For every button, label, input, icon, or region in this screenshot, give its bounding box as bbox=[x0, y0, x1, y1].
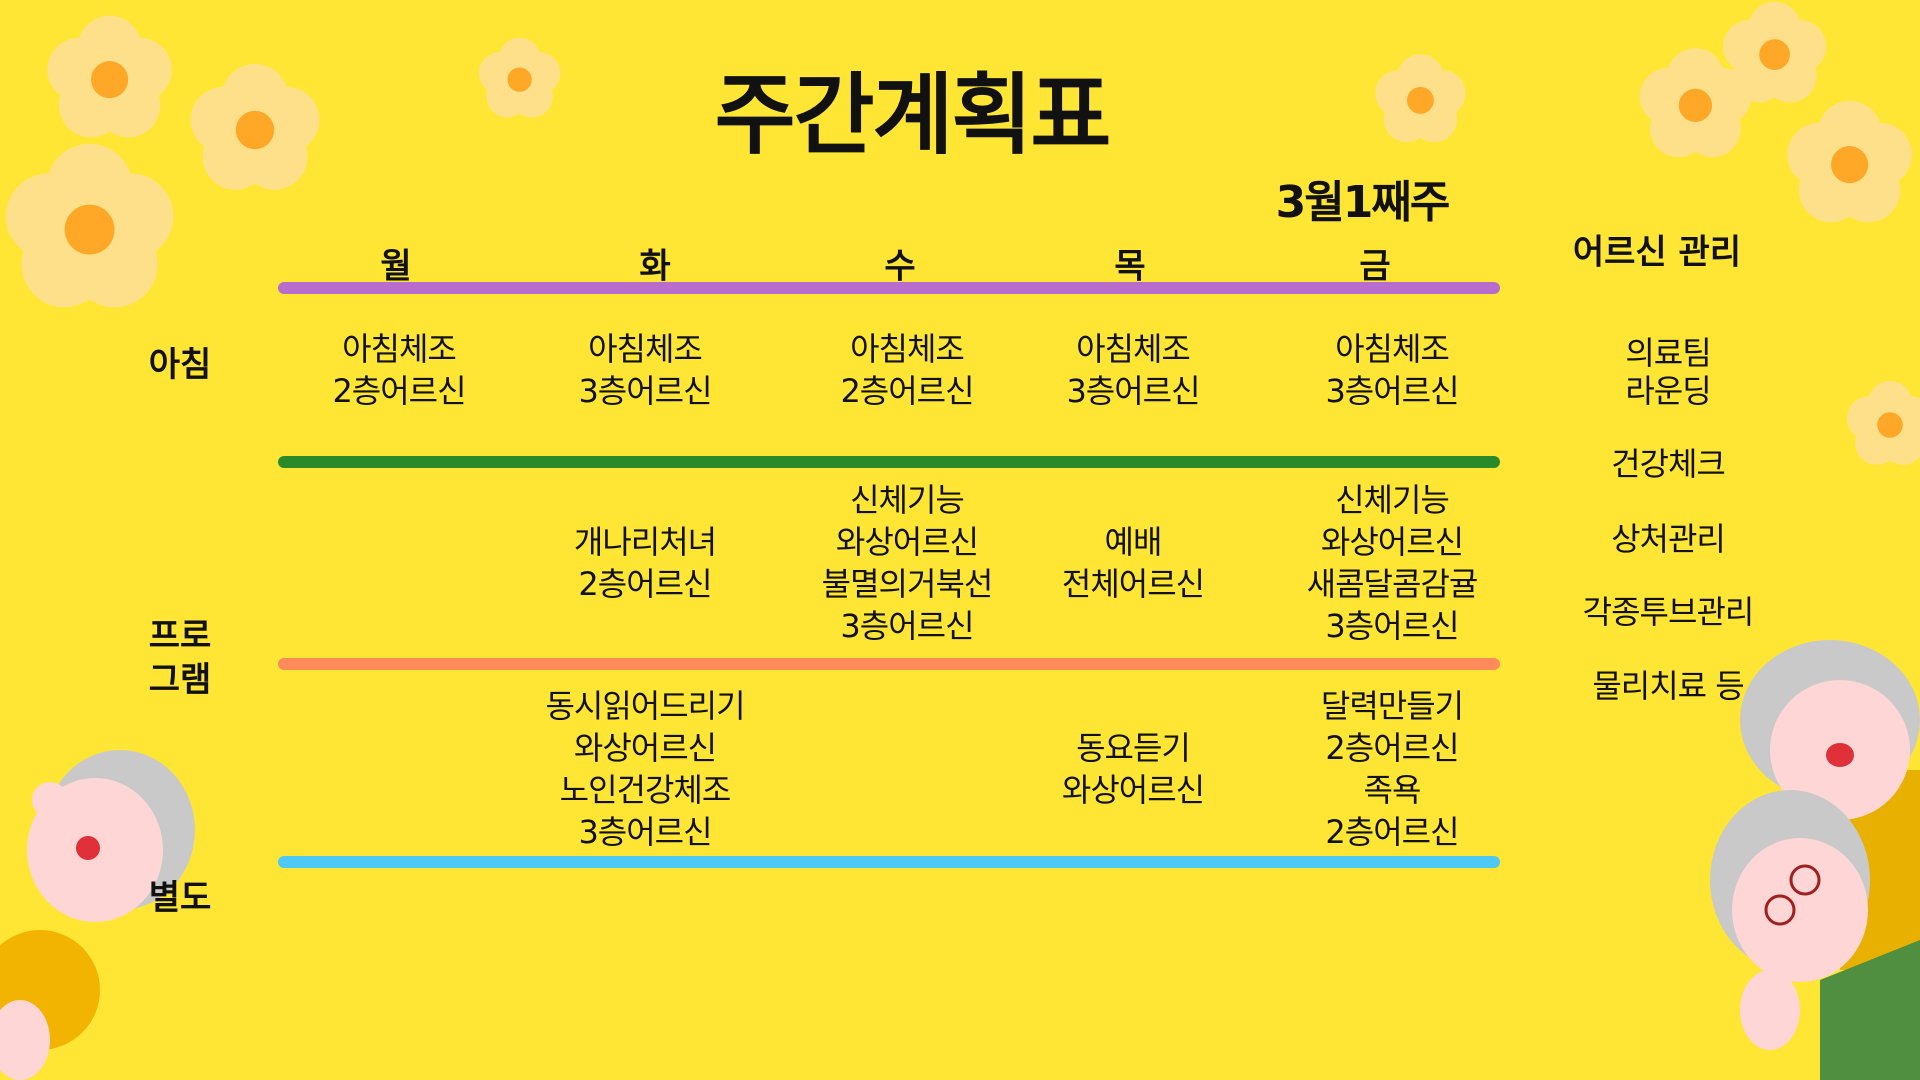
flower-icon bbox=[6, 144, 174, 308]
flower-icon bbox=[479, 38, 561, 118]
divider-purple bbox=[278, 282, 1500, 294]
schedule-cell-morning: 아침체조 2층어르신 bbox=[332, 330, 466, 410]
elderly-characters-right-illustration bbox=[1710, 640, 1920, 1080]
flower-icon bbox=[1787, 101, 1913, 223]
schedule-cell-program: 예배 전체어르신 bbox=[1061, 523, 1205, 603]
care-item: 의료팀 라운딩 bbox=[1625, 334, 1711, 410]
day-header-fri: 금 bbox=[1359, 246, 1391, 287]
schedule-cell-morning: 아침체조 3층어르신 bbox=[1066, 330, 1200, 410]
flower-icon bbox=[1639, 47, 1751, 157]
day-header-wed: 수 bbox=[884, 246, 916, 287]
schedule-cell-morning: 아침체조 2층어르신 bbox=[840, 330, 974, 410]
care-item: 각종투브관리 bbox=[1582, 593, 1755, 631]
day-header-mon: 월 bbox=[380, 246, 412, 287]
schedule-cell-program: 개나리처녀 2층어르신 bbox=[573, 523, 717, 603]
care-item: 물리치료 등 bbox=[1592, 667, 1744, 705]
day-header-tue: 화 bbox=[639, 246, 671, 287]
divider-blue bbox=[278, 856, 1500, 868]
day-header-thu: 목 bbox=[1114, 246, 1146, 287]
schedule-cell-extra: 달력만들기 2층어르신 족욕 2층어르신 bbox=[1320, 687, 1464, 851]
flower-icon bbox=[1374, 53, 1466, 142]
flower-icon bbox=[47, 16, 173, 138]
care-item: 상처관리 bbox=[1611, 520, 1726, 558]
week-label: 3월1째주 bbox=[1275, 177, 1451, 228]
row-label-morning: 아침 bbox=[148, 345, 212, 385]
schedule-cell-extra: 동시읽어드리기 와상어르신 노인건강체조 3층어르신 bbox=[545, 687, 745, 851]
flower-icon bbox=[1723, 2, 1827, 103]
row-label-program: 프로 그램 bbox=[148, 616, 212, 700]
schedule-cell-program: 신체기능 와상어르신 새콤달콤감귤 3층어르신 bbox=[1306, 481, 1479, 645]
divider-orange bbox=[278, 658, 1500, 670]
flower-icon bbox=[1847, 381, 1920, 465]
schedule-cell-morning: 아침체조 3층어르신 bbox=[1325, 330, 1459, 410]
page-title: 주간계획표 bbox=[714, 63, 1112, 167]
divider-green bbox=[278, 456, 1500, 468]
schedule-cell-morning: 아침체조 3층어르신 bbox=[578, 330, 712, 410]
elderly-character-left-illustration bbox=[0, 750, 195, 1080]
row-label-extra: 별도 bbox=[148, 878, 212, 918]
flower-icon bbox=[190, 64, 320, 190]
schedule-cell-extra: 동요듣기 와상어르신 bbox=[1061, 729, 1205, 809]
schedule-cell-program: 신체기능 와상어르신 불멸의거북선 3층어르신 bbox=[821, 481, 994, 645]
care-heading: 어르신 관리 bbox=[1572, 232, 1742, 273]
care-item: 건강체크 bbox=[1611, 445, 1726, 483]
